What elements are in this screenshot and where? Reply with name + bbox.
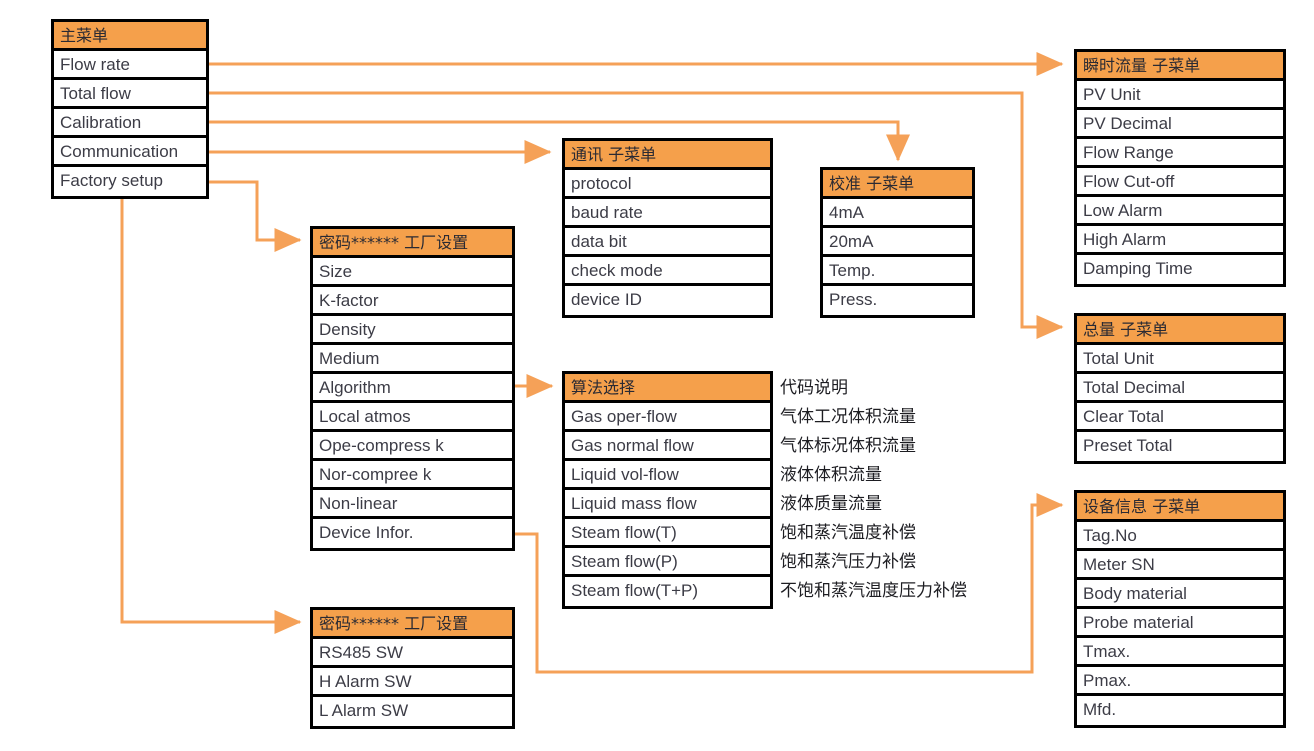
main-menu-title: 主菜单 — [54, 22, 206, 51]
algorithm-note-steam-flow-tp: 不饱和蒸汽温度压力补偿 — [780, 581, 967, 601]
flow-item-low-alarm[interactable]: Low Alarm — [1077, 197, 1283, 226]
device-item-pmax[interactable]: Pmax. — [1077, 667, 1283, 696]
calibration-submenu-box: 校准 子菜单 4mA 20mA Temp. Press. — [820, 167, 975, 318]
algorithm-select-box: 算法选择 Gas oper-flow Gas normal flow Liqui… — [562, 371, 773, 609]
algorithm-note-liquid-mass-flow: 液体质量流量 — [780, 494, 882, 514]
main-menu-item-calibration[interactable]: Calibration — [54, 109, 206, 138]
factory-item-ope-compress-k[interactable]: Ope-compress k — [313, 432, 512, 461]
algo-item-liquid-vol-flow[interactable]: Liquid vol-flow — [565, 461, 770, 490]
algorithm-title: 算法选择 — [565, 374, 770, 403]
main-menu-box: 主菜单 Flow rate Total flow Calibration Com… — [51, 19, 209, 199]
comm-item-check-mode[interactable]: check mode — [565, 257, 770, 286]
algo-item-steam-flow-p[interactable]: Steam flow(P) — [565, 548, 770, 577]
device-item-tag-no[interactable]: Tag.No — [1077, 522, 1283, 551]
comm-item-baud-rate[interactable]: baud rate — [565, 199, 770, 228]
wire-factory-setup-1 — [207, 180, 302, 252]
comm-item-protocol[interactable]: protocol — [565, 170, 770, 199]
device-info-title: 设备信息 子菜单 — [1077, 493, 1283, 522]
flow-item-high-alarm[interactable]: High Alarm — [1077, 226, 1283, 255]
factory-item-non-linear[interactable]: Non-linear — [313, 490, 512, 519]
algorithm-note-gas-normal-flow: 气体标况体积流量 — [780, 436, 916, 456]
flow-rate-submenu-box: 瞬时流量 子菜单 PV Unit PV Decimal Flow Range F… — [1074, 49, 1286, 287]
factory-item-l-alarm-sw[interactable]: L Alarm SW — [319, 701, 409, 720]
comm-item-data-bit[interactable]: data bit — [565, 228, 770, 257]
factory-setup-lower-title: 密码****** 工厂设置 — [313, 610, 512, 639]
total-item-total-decimal[interactable]: Total Decimal — [1077, 374, 1283, 403]
algo-item-steam-flow-t[interactable]: Steam flow(T) — [565, 519, 770, 548]
algorithm-notes-column: 代码说明 气体工况体积流量 气体标况体积流量 液体体积流量 液体质量流量 饱和蒸… — [780, 374, 967, 606]
main-menu-item-flow-rate[interactable]: Flow rate — [54, 51, 206, 80]
total-flow-title: 总量 子菜单 — [1077, 316, 1283, 345]
wire-device-info — [514, 493, 1064, 674]
flow-rate-title: 瞬时流量 子菜单 — [1077, 52, 1283, 81]
factory-item-nor-compree-k[interactable]: Nor-compree k — [313, 461, 512, 490]
factory-item-size[interactable]: Size — [313, 258, 512, 287]
communication-title: 通讯 子菜单 — [565, 141, 770, 170]
main-menu-item-total-flow[interactable]: Total flow — [54, 80, 206, 109]
device-item-tmax[interactable]: Tmax. — [1077, 638, 1283, 667]
main-menu-item-communication[interactable]: Communication — [54, 138, 206, 167]
factory-setup-lower-box: 密码****** 工厂设置 RS485 SW H Alarm SW L Alar… — [310, 607, 515, 729]
factory-setup-upper-box: 密码****** 工厂设置 Size K-factor Density Medi… — [310, 226, 515, 551]
communication-submenu-box: 通讯 子菜单 protocol baud rate data bit check… — [562, 138, 773, 318]
main-menu-item-factory-setup[interactable]: Factory setup — [60, 171, 163, 190]
algorithm-note-steam-flow-p: 饱和蒸汽压力补偿 — [780, 552, 916, 572]
factory-item-k-factor[interactable]: K-factor — [313, 287, 512, 316]
algo-item-gas-oper-flow[interactable]: Gas oper-flow — [565, 403, 770, 432]
factory-item-h-alarm-sw[interactable]: H Alarm SW — [313, 668, 512, 697]
algo-item-steam-flow-tp[interactable]: Steam flow(T+P) — [571, 581, 699, 600]
factory-item-device-infor[interactable]: Device Infor. — [319, 523, 414, 542]
wire-factory-setup-2 — [120, 197, 302, 634]
algo-item-liquid-mass-flow[interactable]: Liquid mass flow — [565, 490, 770, 519]
comm-item-device-id[interactable]: device ID — [571, 290, 642, 309]
device-item-probe-material[interactable]: Probe material — [1077, 609, 1283, 638]
factory-item-rs485-sw[interactable]: RS485 SW — [313, 639, 512, 668]
algorithm-note-liquid-vol-flow: 液体体积流量 — [780, 465, 882, 485]
cal-item-press[interactable]: Press. — [829, 290, 878, 309]
total-item-preset-total[interactable]: Preset Total — [1083, 436, 1173, 455]
total-item-total-unit[interactable]: Total Unit — [1077, 345, 1283, 374]
device-item-mfd[interactable]: Mfd. — [1083, 700, 1117, 719]
algorithm-note-gas-oper-flow: 气体工况体积流量 — [780, 407, 916, 427]
flow-item-flow-range[interactable]: Flow Range — [1077, 139, 1283, 168]
flow-item-pv-unit[interactable]: PV Unit — [1077, 81, 1283, 110]
factory-item-algorithm[interactable]: Algorithm — [313, 374, 512, 403]
algo-item-gas-normal-flow[interactable]: Gas normal flow — [565, 432, 770, 461]
cal-item-20ma[interactable]: 20mA — [823, 228, 972, 257]
device-item-meter-sn[interactable]: Meter SN — [1077, 551, 1283, 580]
flow-item-damping-time[interactable]: Damping Time — [1083, 259, 1193, 278]
calibration-title: 校准 子菜单 — [823, 170, 972, 199]
algorithm-note-steam-flow-t: 饱和蒸汽温度补偿 — [780, 523, 916, 543]
factory-setup-upper-title: 密码****** 工厂设置 — [313, 229, 512, 258]
wire-total-flow — [207, 91, 1064, 339]
factory-item-density[interactable]: Density — [313, 316, 512, 345]
total-flow-submenu-box: 总量 子菜单 Total Unit Total Decimal Clear To… — [1074, 313, 1286, 464]
factory-item-local-atmos[interactable]: Local atmos — [313, 403, 512, 432]
flow-item-flow-cut-off[interactable]: Flow Cut-off — [1077, 168, 1283, 197]
wire-calibration — [207, 120, 910, 162]
cal-item-temp[interactable]: Temp. — [823, 257, 972, 286]
factory-item-medium[interactable]: Medium — [313, 345, 512, 374]
device-info-submenu-box: 设备信息 子菜单 Tag.No Meter SN Body material P… — [1074, 490, 1286, 728]
device-item-body-material[interactable]: Body material — [1077, 580, 1283, 609]
flow-item-pv-decimal[interactable]: PV Decimal — [1077, 110, 1283, 139]
cal-item-4ma[interactable]: 4mA — [823, 199, 972, 228]
algorithm-notes-header: 代码说明 — [780, 378, 848, 398]
total-item-clear-total[interactable]: Clear Total — [1077, 403, 1283, 432]
